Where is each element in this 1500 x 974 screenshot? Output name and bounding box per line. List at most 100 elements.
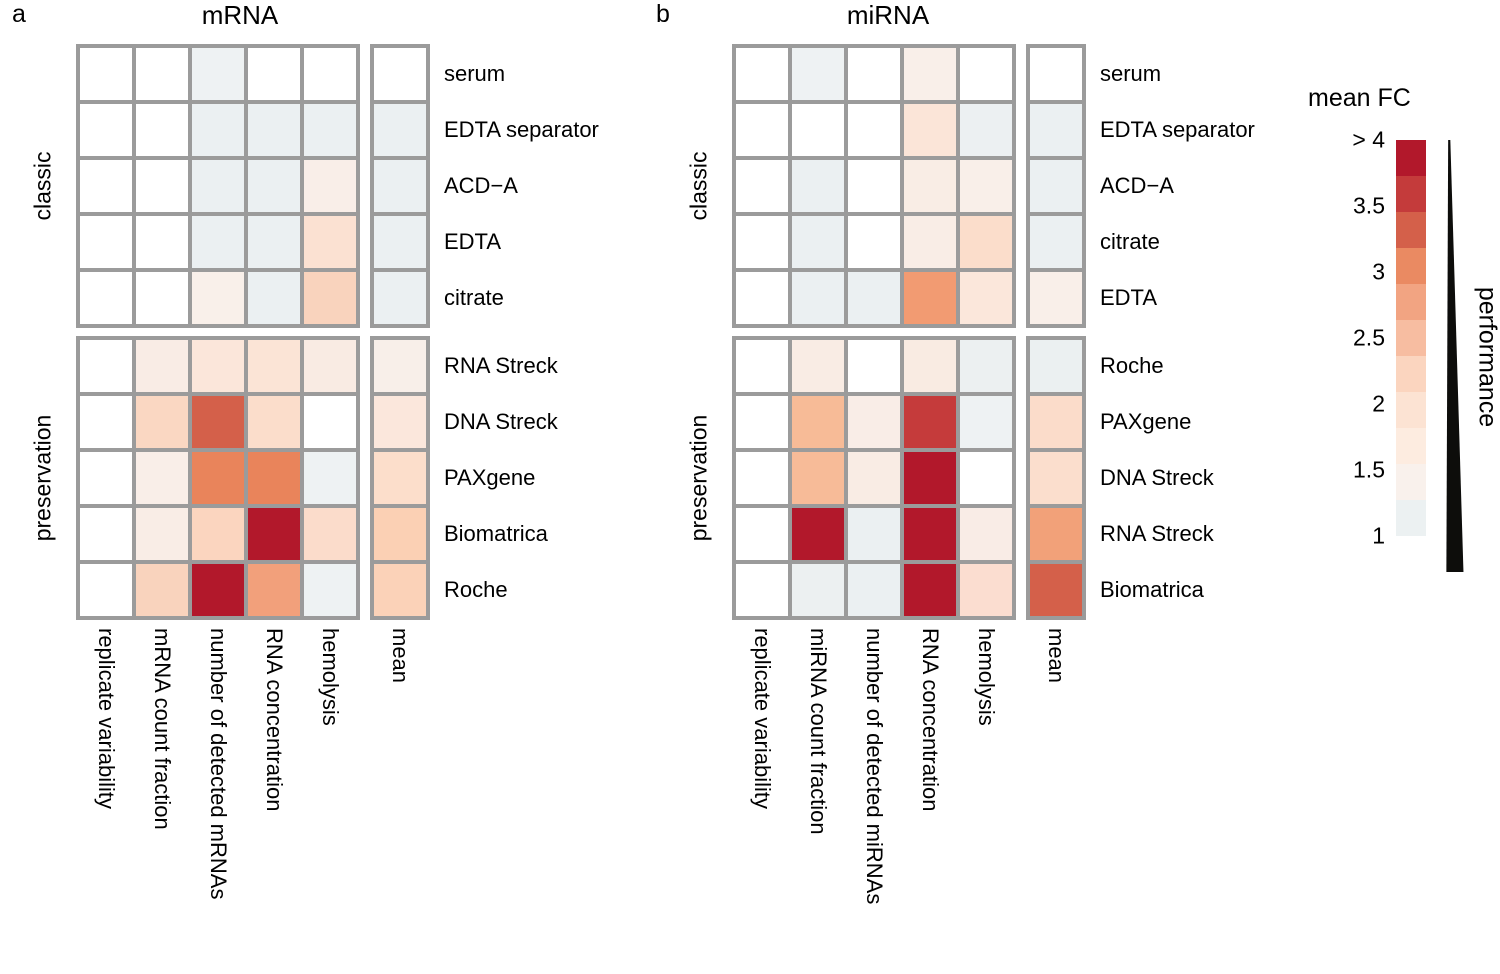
heatmap-cell (736, 48, 788, 100)
mean-cell (374, 396, 426, 448)
row-label: PAXgene (1100, 409, 1192, 434)
legend-tick-label: 2 (1372, 390, 1385, 417)
heatmap-cell (848, 104, 900, 156)
heatmap-cell (960, 160, 1012, 212)
column-label: replicate variability (750, 628, 775, 809)
performance-label: performance (1473, 286, 1500, 428)
heatmap-cell (136, 564, 188, 616)
row-label: serum (1100, 61, 1162, 86)
heatmap-cell (960, 104, 1012, 156)
mean-cell (1030, 340, 1082, 392)
heatmap-cell (848, 216, 900, 268)
heatmap-cell (304, 160, 356, 212)
panel-b-letter: b (656, 0, 670, 28)
row-label: citrate (444, 285, 504, 310)
column-label: RNA concentration (918, 628, 943, 812)
column-label: hemolysis (974, 628, 999, 726)
legend-color-step (1396, 392, 1426, 428)
column-label: number of detected mRNAs (206, 628, 231, 900)
row-label: EDTA separator (1100, 117, 1255, 142)
panel-a-letter: a (12, 0, 26, 28)
heatmap-cell (904, 340, 956, 392)
legend-color-step (1396, 500, 1426, 536)
heatmap-cell (192, 48, 244, 100)
heatmap-cell (960, 340, 1012, 392)
mean-block-preservation (1026, 336, 1086, 620)
heatmap-cell (904, 452, 956, 504)
heatmap-cell (136, 216, 188, 268)
heatmap-cell (136, 160, 188, 212)
row-label: EDTA (1100, 285, 1158, 310)
heatmap-cell (960, 272, 1012, 324)
mean-cell (374, 160, 426, 212)
group-label-classic: classic (29, 151, 56, 221)
legend-title: mean FC (1308, 84, 1411, 112)
mean-cell (374, 216, 426, 268)
legend-tick-label: 1.5 (1353, 456, 1385, 483)
heatmap-cell (848, 340, 900, 392)
heatmap-cell (248, 216, 300, 268)
heatmap-cell (848, 160, 900, 212)
legend-color-step (1396, 428, 1426, 464)
column-label: hemolysis (318, 628, 343, 726)
mean-cell (1030, 508, 1082, 560)
column-label: number of detected miRNAs (862, 628, 887, 905)
heatmap-cell (136, 104, 188, 156)
heatmap-cell (248, 508, 300, 560)
column-label: miRNA count fraction (806, 628, 831, 835)
heatmap-cell (136, 272, 188, 324)
column-label: mRNA count fraction (150, 628, 175, 830)
legend-color-step (1396, 464, 1426, 500)
heatmap-cell (792, 396, 844, 448)
mean-cell (1030, 160, 1082, 212)
mean-cell (374, 48, 426, 100)
heatmap-cell (136, 340, 188, 392)
heatmap-cell (80, 340, 132, 392)
heatmap-cell (736, 452, 788, 504)
mean-cell (1030, 216, 1082, 268)
mean-cell (1030, 396, 1082, 448)
legend-color-step (1396, 356, 1426, 392)
row-label: Roche (1100, 353, 1164, 378)
row-label: ACD−A (1100, 173, 1174, 198)
heatmap-cell (960, 564, 1012, 616)
heatmap-cell (792, 216, 844, 268)
heatmap-cell (136, 508, 188, 560)
heatmap-cell (960, 508, 1012, 560)
heatmap-cell (736, 564, 788, 616)
heatmap-cell (792, 340, 844, 392)
legend-tick-label: > 4 (1352, 126, 1385, 153)
row-label: ACD−A (444, 173, 518, 198)
heatmap-cell (192, 396, 244, 448)
heatmap-cell (792, 48, 844, 100)
heatmap-cell (904, 160, 956, 212)
row-label: Biomatrica (444, 521, 548, 546)
row-label: PAXgene (444, 465, 536, 490)
mean-cell (1030, 452, 1082, 504)
heatmap-cell (304, 340, 356, 392)
heatmap-cell (792, 272, 844, 324)
heatmap-block-preservation (732, 336, 1016, 620)
heatmap-cell (80, 396, 132, 448)
heatmap-cell (248, 452, 300, 504)
heatmap-cell (904, 48, 956, 100)
mean-block-preservation (370, 336, 430, 620)
heatmap-cell (960, 452, 1012, 504)
row-label: serum (444, 61, 506, 86)
heatmap-block-preservation (76, 336, 360, 620)
row-label: DNA Streck (444, 409, 558, 434)
row-label: RNA Streck (444, 353, 558, 378)
heatmap-cell (848, 48, 900, 100)
heatmap-cell (960, 48, 1012, 100)
column-label: replicate variability (94, 628, 119, 809)
heatmap-cell (792, 160, 844, 212)
heatmap-cell (792, 508, 844, 560)
column-label-mean: mean (388, 628, 413, 684)
row-label: citrate (1100, 229, 1160, 254)
heatmap-cell (304, 564, 356, 616)
heatmap-cell (848, 272, 900, 324)
heatmap-cell (792, 104, 844, 156)
heatmap-cell (736, 216, 788, 268)
group-label-preservation: preservation (685, 414, 712, 542)
